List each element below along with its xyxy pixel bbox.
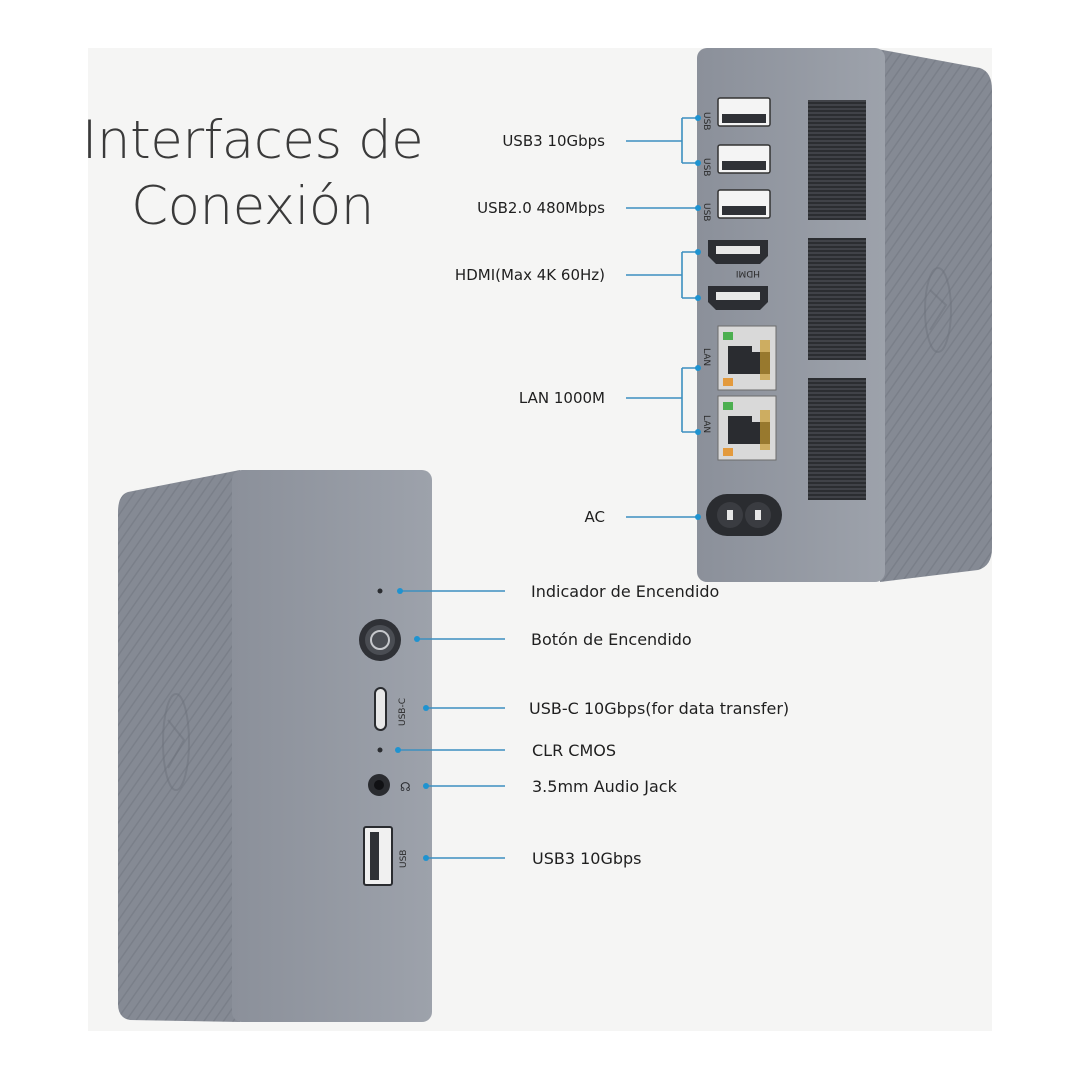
power-button-icon (359, 619, 401, 661)
clr-cmos-dot (395, 747, 401, 753)
usb3-leader-line (626, 117, 698, 164)
hdmi-dot-2 (695, 295, 701, 301)
usb-c-label: USB-C 10Gbps(for data transfer) (529, 699, 789, 718)
front-usb3-dot (423, 855, 429, 861)
usb-print-1: USB (701, 112, 711, 130)
back-hdmi-port-2 (708, 286, 768, 310)
usb3-label: USB3 10Gbps (502, 132, 605, 150)
ac-label: AC (585, 508, 605, 526)
vent-bottom (808, 378, 866, 500)
power-button-dot (414, 636, 420, 642)
back-device: USB USB USB HDMI LAN LAN (697, 48, 992, 582)
audio-jack-port (368, 774, 390, 796)
front-device-side (118, 470, 240, 1022)
audio-dot (423, 783, 429, 789)
power-indicator-label: Indicador de Encendido (531, 582, 719, 601)
headphone-icon: ☊ (400, 780, 411, 794)
hdmi-print: HDMI (736, 268, 760, 278)
usb3-dot-2 (695, 160, 701, 166)
usb-c-print: USB-C (398, 698, 408, 726)
title-line-1: Interfaces de (81, 110, 424, 171)
back-usb-port-1 (717, 97, 771, 127)
hdmi-dot-1 (695, 249, 701, 255)
usb-print-3: USB (701, 203, 711, 221)
front-usb-print: USB (399, 850, 409, 868)
ac-power-inlet (706, 494, 782, 536)
back-hdmi-port-1 (708, 240, 768, 264)
front-device: USB-C ☊ USB (118, 470, 432, 1022)
vent-middle (808, 238, 866, 360)
lan-leader-line (626, 367, 698, 433)
clr-cmos-hole (377, 747, 383, 753)
usb2-dot (695, 205, 701, 211)
back-lan-port-2 (717, 395, 777, 461)
front-usb3-label: USB3 10Gbps (532, 849, 642, 868)
back-device-side (872, 48, 992, 582)
hdmi-label: HDMI(Max 4K 60Hz) (455, 266, 605, 284)
back-usb-port-3 (717, 189, 771, 219)
usb2-label: USB2.0 480Mbps (477, 199, 605, 217)
page-title: Interfaces de Conexión (80, 108, 425, 240)
lan-dot-2 (695, 429, 701, 435)
lan-label: LAN 1000M (519, 389, 605, 407)
back-usb-port-2 (717, 144, 771, 174)
vent-top (808, 100, 866, 220)
hdmi-leader-line (626, 251, 698, 299)
usb-print-2: USB (701, 158, 711, 176)
usb-c-port (374, 687, 387, 731)
back-lan-port-1 (717, 325, 777, 391)
power-button-label: Botón de Encendido (531, 630, 692, 649)
title-line-2: Conexión (131, 176, 374, 237)
power-indicator-led (377, 588, 383, 594)
ac-dot (695, 514, 701, 520)
back-callouts: USB3 10Gbps USB2.0 480Mbps HDMI(Max 4K 6… (455, 115, 701, 526)
front-callouts: Indicador de Encendido Botón de Encendid… (395, 582, 789, 868)
front-device-face (232, 470, 432, 1022)
usb-c-dot (423, 705, 429, 711)
logo-emboss-icon (924, 267, 952, 353)
front-logo-emboss-icon (162, 693, 190, 791)
lan-dot-1 (695, 365, 701, 371)
usb3-dot-1 (695, 115, 701, 121)
lan-print-1: LAN (701, 348, 711, 366)
clr-cmos-label: CLR CMOS (532, 741, 616, 760)
power-indicator-dot (397, 588, 403, 594)
audio-label: 3.5mm Audio Jack (532, 777, 678, 796)
front-usb-port (363, 826, 393, 886)
lan-print-2: LAN (701, 415, 711, 433)
